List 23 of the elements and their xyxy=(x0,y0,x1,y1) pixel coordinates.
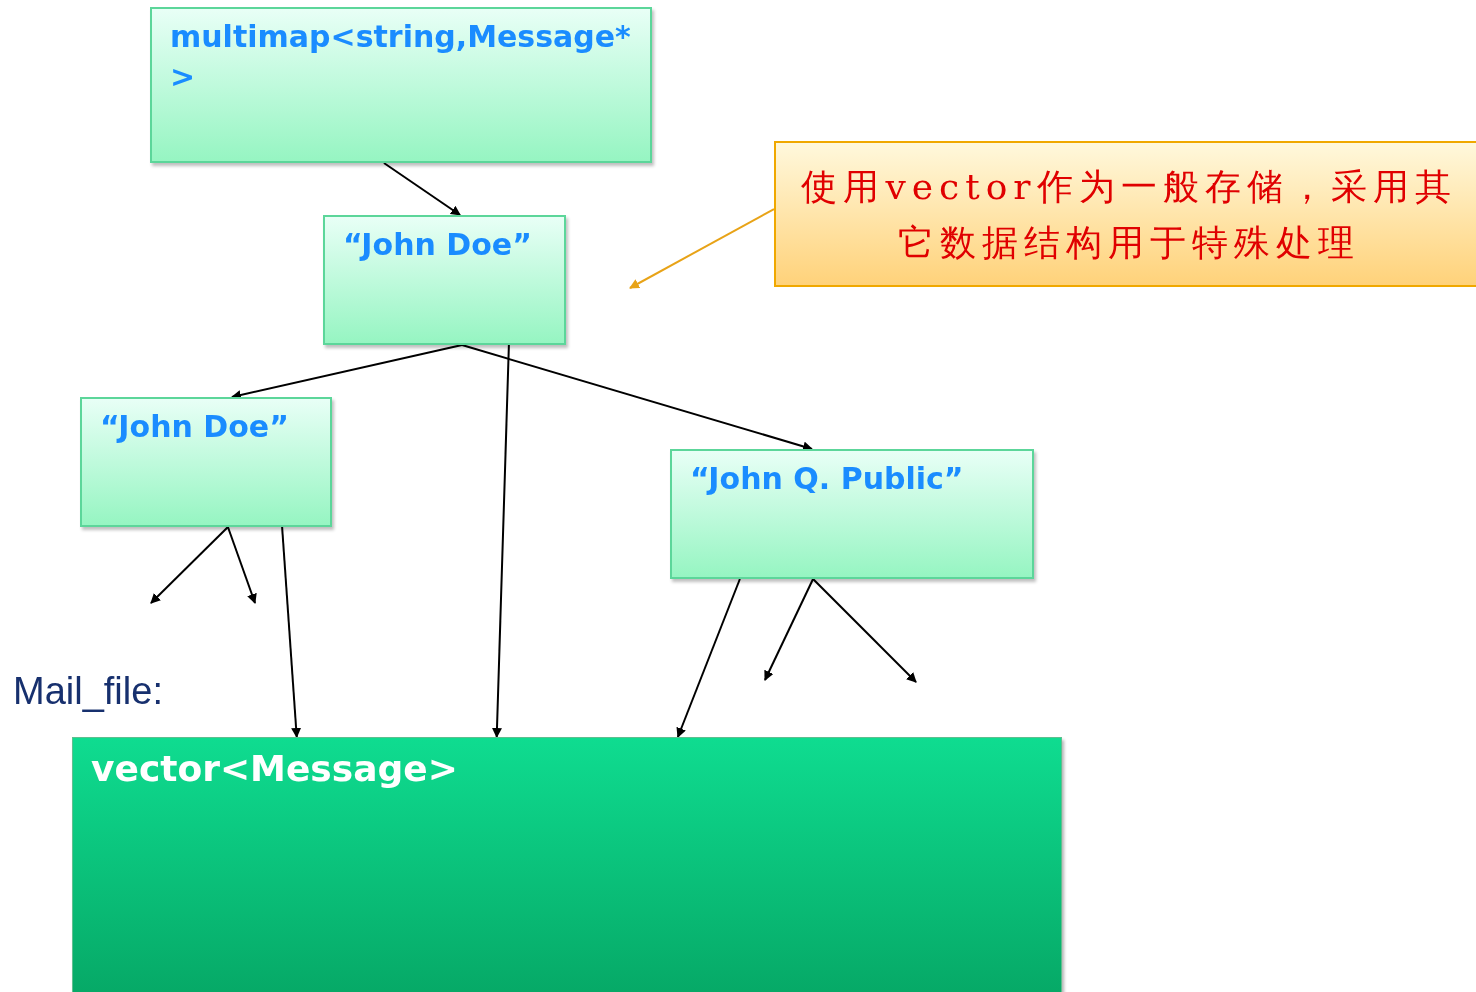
node-label: “John Doe” xyxy=(343,226,533,264)
arrow xyxy=(764,578,815,681)
arrow xyxy=(629,208,775,289)
arrow xyxy=(230,344,463,400)
key-box xyxy=(670,449,1034,579)
arrow xyxy=(150,526,229,604)
key-box xyxy=(323,215,566,345)
heading: Mail_file: xyxy=(13,670,163,713)
node-label: “John Doe” xyxy=(100,408,290,446)
arrow xyxy=(812,578,917,683)
arrow xyxy=(382,162,462,216)
key-box xyxy=(80,397,332,527)
node-label: “John Q. Public” xyxy=(690,460,965,498)
node-label: vector<Message> xyxy=(91,748,458,789)
arrow xyxy=(676,578,741,738)
arrow xyxy=(281,526,302,738)
node-label: multimap<string,Message*> xyxy=(170,18,632,96)
callout-box xyxy=(774,141,1476,287)
arrow xyxy=(461,344,813,452)
key-box xyxy=(150,7,652,163)
arrow xyxy=(226,526,257,604)
note-text: 使用vector作为一般存储，采用其它数据结构用于特殊处理 xyxy=(800,165,1458,265)
arrow xyxy=(492,344,510,738)
